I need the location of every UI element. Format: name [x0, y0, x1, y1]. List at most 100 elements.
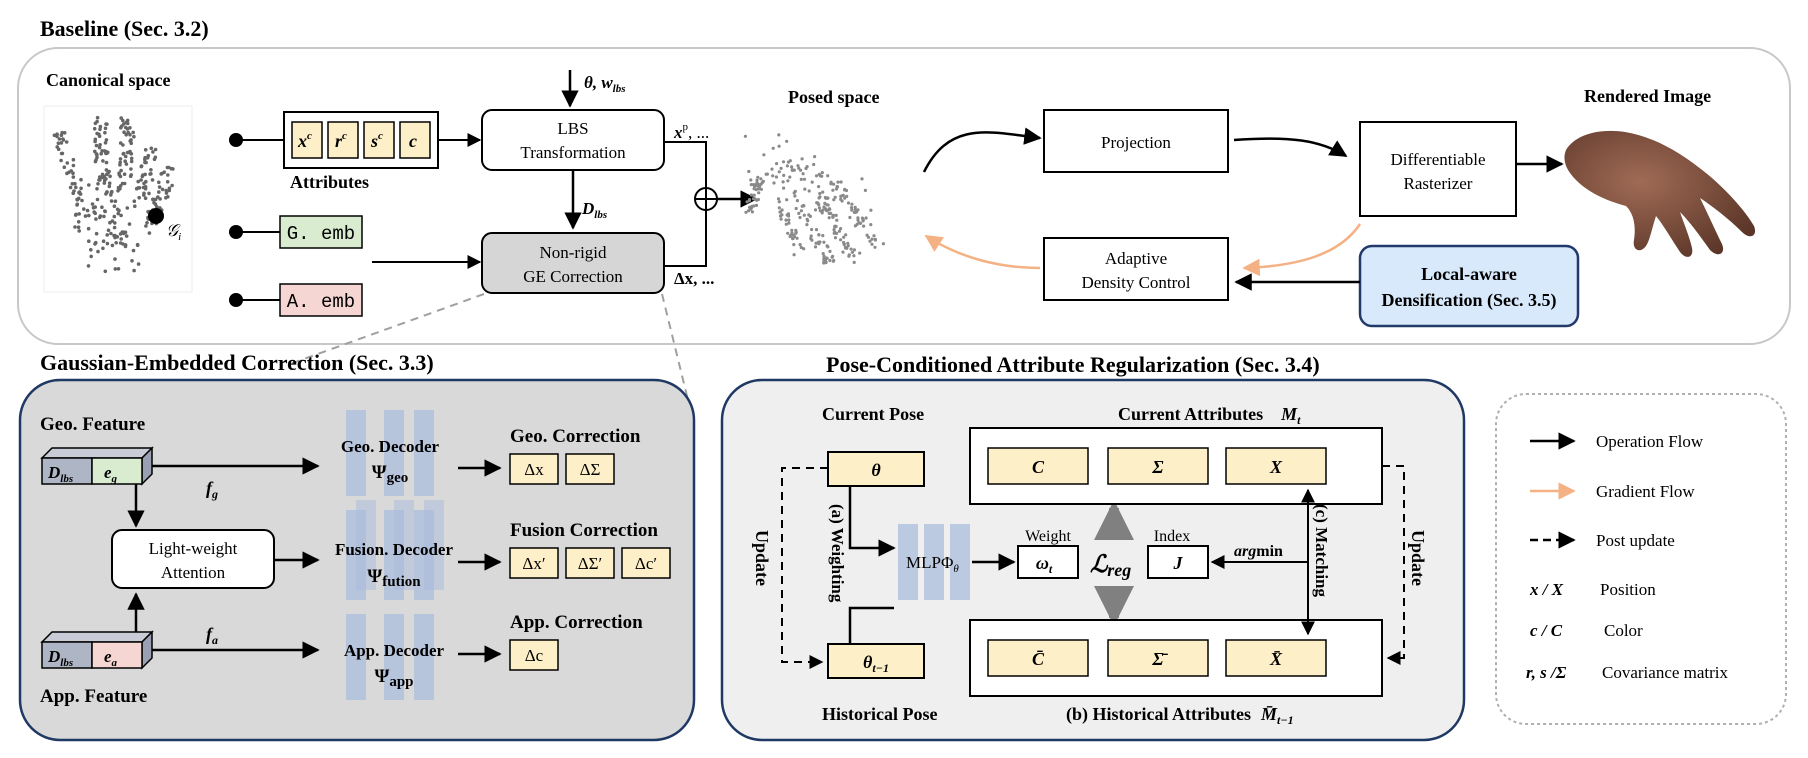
svg-text:c: c: [409, 131, 417, 151]
app-decoder-label: App. Decoder: [344, 641, 445, 660]
a-emb-label: A. emb: [287, 291, 355, 313]
geo-chip-dsigma: [565, 453, 615, 485]
canonical-space-label: Canonical space: [46, 70, 171, 90]
theta-prev-label: θt−1: [863, 652, 889, 675]
rasterizer-box: [1359, 121, 1517, 217]
svg-text:Color: Color: [1604, 621, 1643, 640]
mlp-label: MLPΦθ: [906, 553, 959, 575]
lbs-line1: LBS: [557, 119, 588, 138]
app-decoder-psi: Ψapp: [374, 666, 413, 690]
rendered-hand-image: [1564, 130, 1756, 257]
theta-label: θ: [871, 460, 881, 480]
gaussian-point: [148, 208, 164, 224]
attr-chip-xc: xc: [291, 121, 323, 159]
theta-prev-box: [827, 643, 925, 679]
local-aware-line2: Densification (Sec. 3.5): [1382, 290, 1557, 311]
fusion-chip-dsigma: [565, 547, 615, 579]
current-chip-x-text: X: [1269, 457, 1283, 477]
dx-label: Δx, ...: [674, 269, 714, 288]
adaptive-density-box: [1043, 237, 1229, 301]
legend-operation-flow: Operation Flow: [1530, 432, 1704, 451]
svg-text:ea: ea: [104, 647, 118, 669]
fusion-chip-dc-text: Δc′: [635, 554, 657, 573]
geo-chip-dx: [509, 453, 559, 485]
baseline-panel: [17, 47, 1791, 345]
svg-text:xc: xc: [297, 130, 312, 151]
svg-text:Operation Flow: Operation Flow: [1596, 432, 1704, 451]
j-box: [1147, 545, 1209, 579]
fusion-chip-dc: [621, 547, 671, 579]
current-chip-sigma: [1107, 447, 1209, 485]
geo-decoder-label: Geo. Decoder: [341, 437, 440, 456]
current-pose-label: Current Pose: [822, 404, 924, 424]
g-emb-label: G. emb: [287, 223, 355, 245]
a-emb-box: [279, 283, 363, 317]
nonrigid-line1: Non-rigid: [539, 243, 607, 262]
historical-chip-x-text: X̄: [1269, 649, 1283, 669]
attention-line2: Attention: [161, 563, 226, 582]
fusion-chip-dx-text: Δx′: [522, 554, 545, 573]
fusion-decoder-label: Fusion. Decoder: [335, 540, 454, 559]
rendered-image-label: Rendered Image: [1584, 86, 1711, 106]
app-correction-label: App. Correction: [510, 612, 643, 633]
baseline-title: Baseline (Sec. 3.2): [40, 16, 209, 41]
argmin-label: argmin: [1234, 543, 1283, 560]
projection-box: [1043, 109, 1229, 173]
sum-operator: [694, 187, 718, 211]
legend-color: c / C Color: [1530, 621, 1643, 640]
legend-panel: [1495, 393, 1787, 725]
current-chip-sigma-text: Σ: [1151, 457, 1163, 477]
svg-text:Position: Position: [1600, 580, 1656, 599]
j-label: J: [1173, 553, 1184, 573]
update-left-label: Update: [752, 530, 772, 586]
gaussian-label: 𝒢i: [166, 221, 181, 243]
geo-feature-label: Geo. Feature: [40, 414, 145, 435]
attr-chip-c: c: [399, 121, 431, 159]
current-chip-x: [1225, 447, 1327, 485]
svg-text:x / X: x / X: [1529, 580, 1564, 599]
geo-decoder-blocks: [346, 410, 434, 496]
weighting-label: (a) Weighting: [828, 504, 847, 603]
app-chip-dc: [509, 639, 559, 671]
svg-text:Dlbs: Dlbs: [47, 463, 73, 485]
matching-label: (c) Matching: [1312, 504, 1331, 598]
nonrigid-correction-box: [481, 232, 665, 294]
current-chip-c: [987, 447, 1089, 485]
fa-label: fa: [206, 624, 218, 647]
attr-chip-rc: rc: [327, 121, 359, 159]
historical-chip-x: [1225, 639, 1327, 677]
svg-text:eg: eg: [104, 463, 118, 485]
svg-text:c / C: c / C: [1530, 621, 1563, 640]
nonrigid-line2: GE Correction: [523, 267, 623, 286]
rasterizer-line2: Rasterizer: [1404, 174, 1473, 193]
historical-chip-c-text: C̄: [1032, 649, 1045, 669]
canonical-hand-pointcloud: [43, 105, 193, 293]
omega-label: ωt: [1036, 553, 1053, 576]
input-connectors: [229, 133, 284, 307]
geo-feature-block: Dlbs eg: [40, 446, 154, 486]
posed-hand-pointcloud: [743, 133, 886, 265]
dlbs-label: Dlbs: [581, 199, 607, 221]
theta-box: [827, 451, 925, 487]
fusion-decoder-blocks: [346, 500, 444, 600]
posed-space-label: Posed space: [788, 87, 880, 107]
theta-wlbs-label: θ, wlbs: [584, 73, 626, 95]
fusion-chip-dsigma-text: ΔΣ′: [578, 554, 603, 573]
xp-label: xp, ...: [673, 121, 709, 142]
gec-title: Gaussian-Embedded Correction (Sec. 3.3): [40, 350, 434, 375]
adc-line2: Density Control: [1081, 273, 1190, 292]
omega-box: [1017, 545, 1079, 579]
legend-covariance: r, s /Σ Covariance matrix: [1526, 663, 1729, 682]
pcar-title: Pose-Conditioned Attribute Regularizatio…: [826, 352, 1320, 377]
legend-position: x / X Position: [1529, 580, 1656, 599]
rasterizer-line1: Differentiable: [1390, 150, 1485, 169]
attention-line1: Light-weight: [149, 539, 238, 558]
svg-text:sc: sc: [370, 130, 383, 151]
app-decoder-blocks: [346, 614, 434, 700]
historical-pose-label: Historical Pose: [822, 704, 937, 724]
fusion-correction-label: Fusion Correction: [510, 520, 658, 541]
local-aware-line1: Local-aware: [1421, 264, 1517, 284]
local-aware-densification-box: [1358, 244, 1580, 328]
